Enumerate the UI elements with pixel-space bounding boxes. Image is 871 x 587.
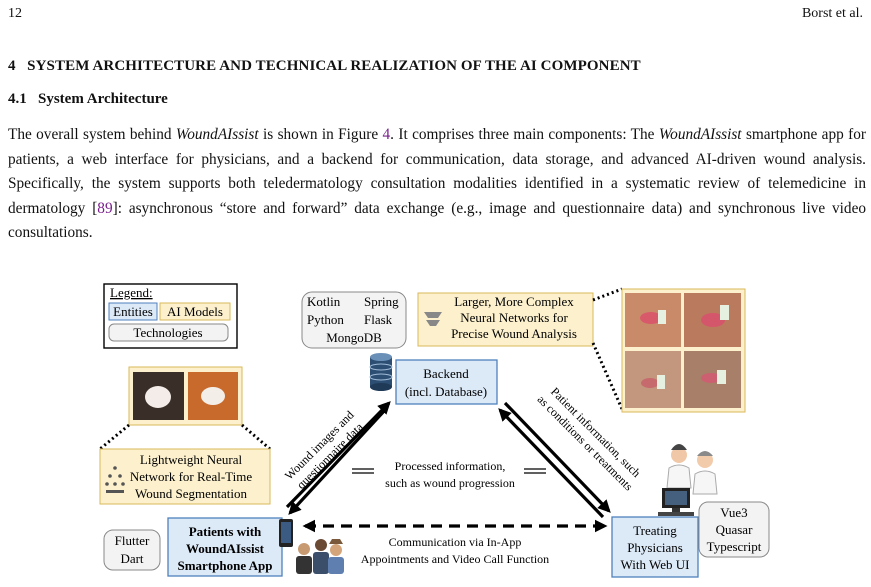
backend-box: Backend (incl. Database) <box>395 359 498 405</box>
arrow-physicians-to-backend <box>498 408 605 519</box>
tech-python: Python <box>307 312 344 327</box>
light-nn-line-2: Network for Real-Time <box>130 469 253 484</box>
tech-kotlin: Kotlin <box>307 294 341 309</box>
figure-reference[interactable]: 4 <box>382 126 391 143</box>
arrow-app-to-backend <box>285 401 391 509</box>
segmentation-photo-pair <box>128 366 243 426</box>
body-paragraph: The overall system behind WoundAIssist i… <box>8 126 867 241</box>
running-author: Borst et al. <box>801 6 863 21</box>
svg-text:Physicians: Physicians <box>627 540 683 555</box>
svg-text:Patients with: Patients with <box>189 524 262 539</box>
large-nn-line-3: Precise Wound Analysis <box>451 326 577 341</box>
legend-ai-models: AI Models <box>167 304 223 319</box>
svg-text:Smartphone App: Smartphone App <box>178 558 273 573</box>
database-icon <box>369 353 393 391</box>
subsection-number: 4.1 <box>8 91 27 107</box>
patient-group-icon <box>296 539 344 574</box>
arrow-backend-to-physicians <box>503 401 611 513</box>
arrow-backend-to-app <box>288 408 387 515</box>
app-name-2: WoundAIssist <box>658 126 742 143</box>
app-name: WoundAIssist <box>175 126 259 143</box>
light-nn-line-1: Lightweight Neural <box>140 452 243 467</box>
large-nn-line-1: Larger, More Complex <box>454 294 574 309</box>
svg-text:WoundAIssist: WoundAIssist <box>186 541 265 556</box>
large-nn-line-2: Neural Networks for <box>460 310 568 325</box>
svg-text:With Web UI: With Web UI <box>621 557 690 572</box>
svg-text:Communication via In-App: Communication via In-App <box>389 535 522 549</box>
legend-technologies: Technologies <box>133 325 202 340</box>
neural-network-icon <box>105 466 125 493</box>
light-nn-box: Lightweight Neural Network for Real-Time… <box>99 448 271 505</box>
backend-label-1: Backend <box>423 366 469 381</box>
processed-info-label: Processed information, such as wound pro… <box>352 459 546 490</box>
svg-text:Appointments and Video Call Fu: Appointments and Video Call Function <box>361 552 549 566</box>
large-nn-box: Larger, More Complex Neural Networks for… <box>417 292 594 347</box>
tech-spring: Spring <box>364 294 399 309</box>
svg-text:Typescript: Typescript <box>707 539 762 554</box>
svg-text:Flutter: Flutter <box>115 533 150 548</box>
communication-label: Communication via In-App Appointments an… <box>361 535 549 566</box>
web-tech-box: Vue3 Quasar Typescript <box>698 501 770 558</box>
section-title: SYSTEM ARCHITECTURE AND TECHNICAL REALIZ… <box>27 58 641 74</box>
svg-text:Treating: Treating <box>633 523 677 538</box>
wound-photo-grid <box>621 288 746 413</box>
physicians-box: Treating Physicians With Web UI <box>611 516 699 578</box>
svg-text:Dart: Dart <box>120 551 143 566</box>
doctors-icon <box>666 444 718 495</box>
svg-text:Vue3: Vue3 <box>720 505 747 520</box>
legend: Legend: Entities AI Models Technologies <box>103 283 238 349</box>
section-number: 4 <box>8 58 16 74</box>
legend-entities: Entities <box>113 304 153 319</box>
subsection-heading: 4.1 System Architecture <box>8 91 168 108</box>
tech-mongodb: MongoDB <box>326 330 382 345</box>
subsection-title: System Architecture <box>38 91 168 107</box>
backend-tech-box: Kotlin Spring Python Flask MongoDB <box>301 291 407 349</box>
computer-icon <box>658 488 694 516</box>
smartphone-icon <box>279 519 293 547</box>
light-nn-line-3: Wound Segmentation <box>135 486 247 501</box>
svg-text:such as wound progression: such as wound progression <box>385 476 515 490</box>
arrow-label-upload: Wound images and questionnaire data <box>282 408 366 492</box>
svg-text:Quasar: Quasar <box>716 522 753 537</box>
app-tech-box: Flutter Dart <box>103 529 161 571</box>
page-number: 12 <box>8 6 22 21</box>
section-heading: 4 SYSTEM ARCHITECTURE AND TECHNICAL REAL… <box>8 58 641 75</box>
neural-network-icon <box>424 312 442 326</box>
legend-title: Legend: <box>110 285 153 300</box>
patients-box: Patients with WoundAIssist Smartphone Ap… <box>167 517 283 577</box>
citation-link[interactable]: 89 <box>97 199 113 217</box>
backend-label-2: (incl. Database) <box>405 384 487 399</box>
tech-flask: Flask <box>364 312 393 327</box>
svg-text:Processed information,: Processed information, <box>395 459 506 473</box>
